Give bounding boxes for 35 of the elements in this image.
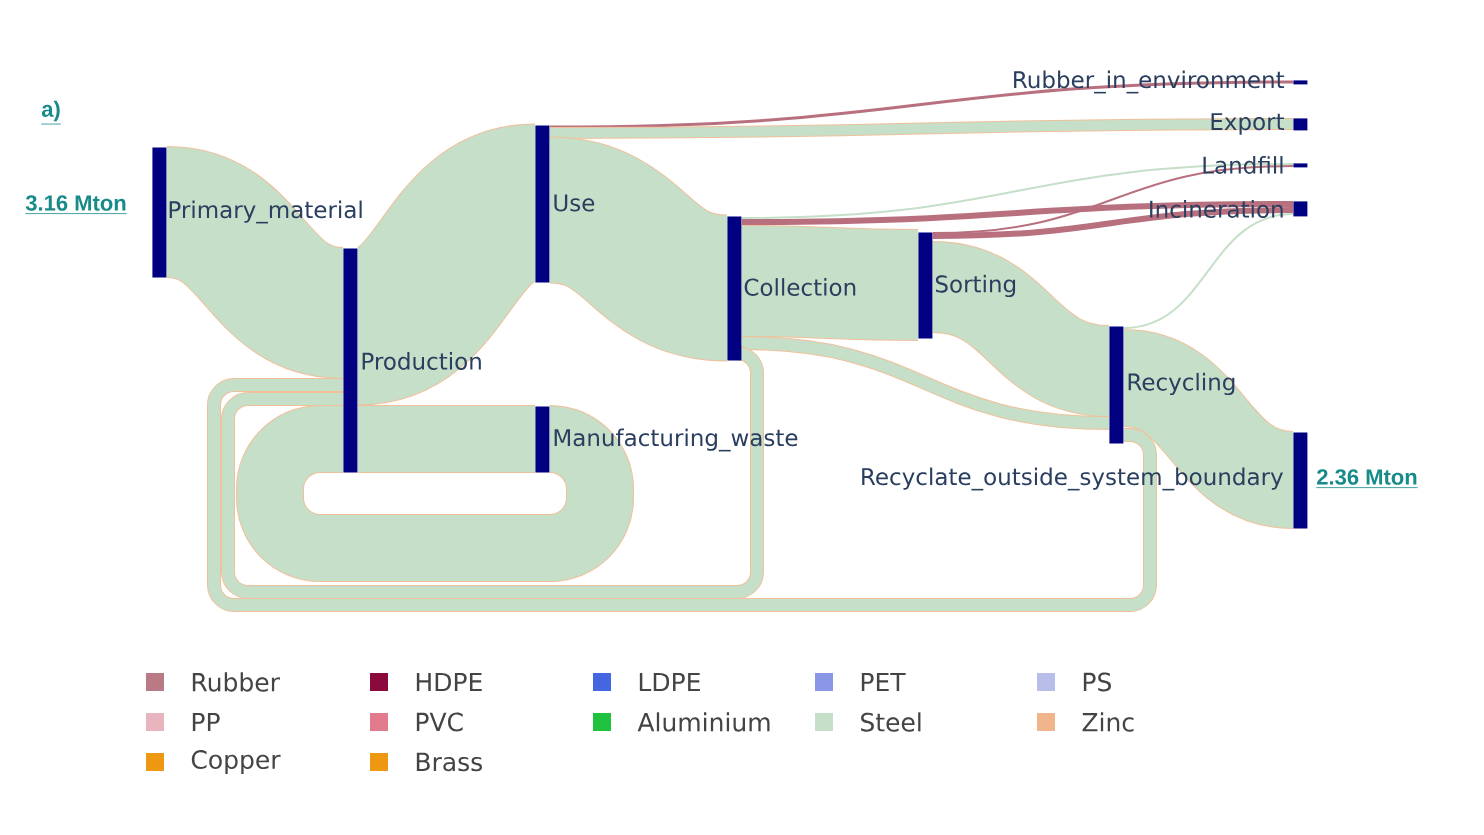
- flow-band: [740, 163, 1294, 219]
- legend-label: PET: [861, 672, 906, 692]
- legend-label: Steel: [861, 712, 921, 732]
- legend-label: HDPE: [416, 672, 482, 692]
- node-label: Sorting: [935, 274, 1016, 298]
- node-label: Manufacturing_waste: [554, 428, 798, 452]
- total-label: 3.16 Mton: [24, 195, 128, 214]
- node-label: Primary_material: [169, 200, 362, 224]
- flow-band: [931, 165, 1294, 234]
- legend-label: PS: [1083, 672, 1111, 692]
- legend-label: Rubber: [192, 672, 280, 692]
- flow-band: [207, 378, 1157, 612]
- panel-label: a): [40, 100, 62, 125]
- node-label: Export: [1211, 113, 1285, 135]
- flow-band: [549, 80, 1294, 129]
- flow-band: [221, 346, 764, 599]
- legend-label: PVC: [416, 712, 463, 732]
- node-label: Recyclate_outside_system_boundary: [862, 467, 1283, 491]
- flow-band: [741, 225, 919, 341]
- node-label: Use: [554, 194, 595, 212]
- flow-band: [357, 405, 535, 473]
- flow-band: [236, 405, 634, 582]
- node-label: Collection: [744, 278, 856, 296]
- legend-label: Brass: [416, 752, 482, 772]
- legend-label: LDPE: [639, 672, 700, 692]
- legend-label: Copper: [191, 750, 281, 774]
- flow-band: [1122, 213, 1294, 329]
- flow-band: [549, 118, 1294, 139]
- flow-band: [741, 336, 1110, 430]
- total-label: 2.36 Mton: [1315, 469, 1419, 488]
- legend-label: Zinc: [1082, 712, 1134, 732]
- node-label: Production: [362, 352, 481, 370]
- legend-label: Aluminium: [637, 712, 770, 732]
- legend-label: PP: [192, 712, 220, 732]
- node-label: Recycling: [1128, 372, 1235, 396]
